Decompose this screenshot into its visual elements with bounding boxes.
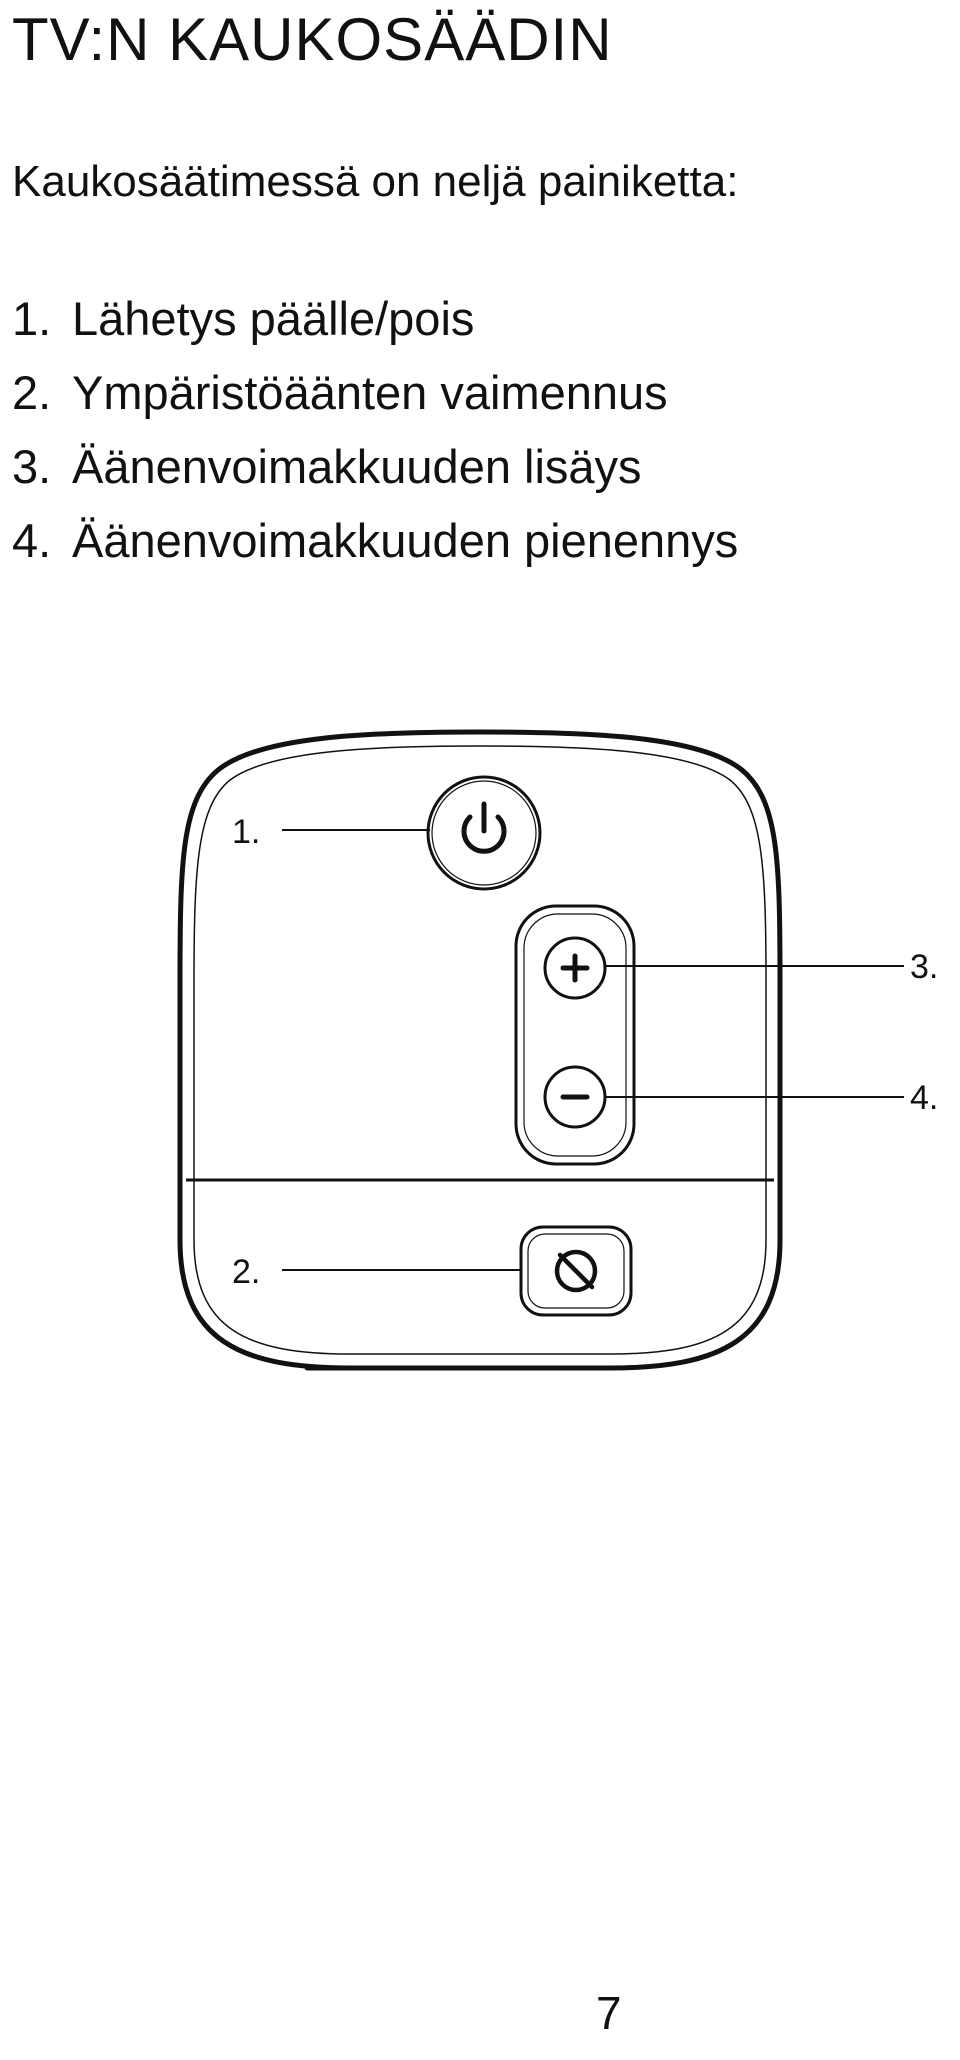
callout-label-power: 1. (232, 813, 260, 851)
remote-body (177, 729, 783, 1371)
list-item: 4. Äänenvoimakkuuden pienennys (12, 504, 738, 578)
volume-rocker (514, 904, 636, 1166)
list-item: 2. Ympäristöäänten vaimennus (12, 356, 738, 430)
ambient-mute-icon (554, 1249, 598, 1293)
page-number: 7 (596, 1987, 622, 2039)
list-item: 1. Lähetys päälle/pois (12, 282, 738, 356)
power-icon (461, 801, 507, 854)
list-item-label: Ympäristöäänten vaimennus (72, 366, 668, 419)
button-list: 1. Lähetys päälle/pois 2. Ympäristöäänte… (12, 282, 738, 578)
remote-diagram: 1. 3. 4. 2. (177, 729, 938, 1371)
volume-up-button (543, 936, 607, 1000)
power-button (426, 775, 542, 891)
intro-text: Kaukosäätimessä on neljä painiketta: (12, 157, 739, 206)
page-title: TV:N KAUKOSÄÄDIN (12, 6, 613, 73)
list-item-number: 3. (12, 440, 52, 493)
volume-down-button (543, 1065, 607, 1129)
mute-button (519, 1225, 633, 1317)
list-item-number: 1. (12, 292, 52, 345)
list-item-number: 4. (12, 514, 52, 567)
remote-body-inner (193, 745, 767, 1355)
callout-label-mute: 2. (232, 1253, 260, 1291)
list-item-number: 2. (12, 366, 52, 419)
callout-label-volume-down: 4. (910, 1079, 938, 1117)
list-item: 3. Äänenvoimakkuuden lisäys (12, 430, 738, 504)
list-item-label: Äänenvoimakkuuden pienennys (72, 514, 739, 567)
plus-icon (560, 953, 590, 983)
list-item-label: Äänenvoimakkuuden lisäys (72, 440, 642, 493)
callout-label-volume-up: 3. (910, 948, 938, 986)
list-item-label: Lähetys päälle/pois (72, 292, 475, 345)
